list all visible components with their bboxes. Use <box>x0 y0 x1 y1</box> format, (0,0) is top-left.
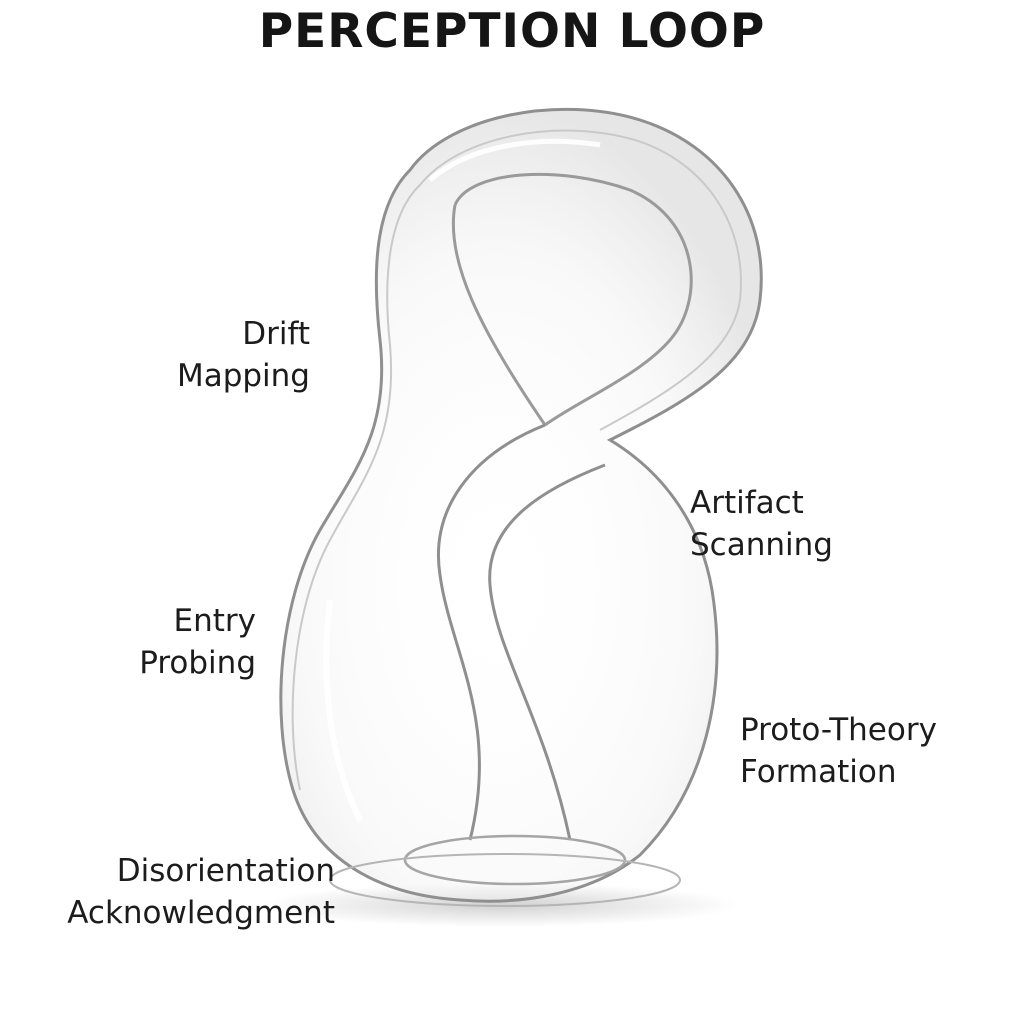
bottle-outer-body <box>279 107 763 903</box>
bottle-neck-tube-left <box>437 423 546 841</box>
stage-label-line2: Probing <box>139 645 256 681</box>
glass-highlight <box>323 599 363 822</box>
stage-label-disorientation-acknowledgment: Disorientation Acknowledgment <box>20 850 335 934</box>
diagram-title: PERCEPTION LOOP <box>258 4 766 59</box>
stage-label-line1: Drift <box>242 316 310 352</box>
stage-label-line2: Scanning <box>690 527 833 563</box>
stage-label-entry-probing: Entry Probing <box>40 600 256 684</box>
stage-label-artifact-scanning: Artifact Scanning <box>690 482 990 566</box>
stage-label-line2: Formation <box>740 754 897 790</box>
stage-label-line2: Mapping <box>176 358 310 394</box>
bottle-handle-loop <box>453 172 693 427</box>
bottle-handle-loop-inner <box>451 204 547 426</box>
bottle-base-rim <box>329 853 681 907</box>
stage-label-line2: Acknowledgment <box>67 895 335 931</box>
stage-label-proto-theory-formation: Proto-Theory Formation <box>740 709 1020 793</box>
bottle-base-opening <box>403 834 627 886</box>
stage-label-line1: Artifact <box>690 485 804 521</box>
glass-highlight-top <box>428 138 601 182</box>
bottle-neck-tube-right <box>488 463 606 841</box>
stage-label-line1: Proto-Theory <box>740 712 937 748</box>
stage-label-line1: Disorientation <box>116 853 335 889</box>
stage-label-drift-mapping: Drift Mapping <box>80 313 310 397</box>
bottle-inner-wall <box>291 129 742 791</box>
stage-label-line1: Entry <box>173 603 256 639</box>
